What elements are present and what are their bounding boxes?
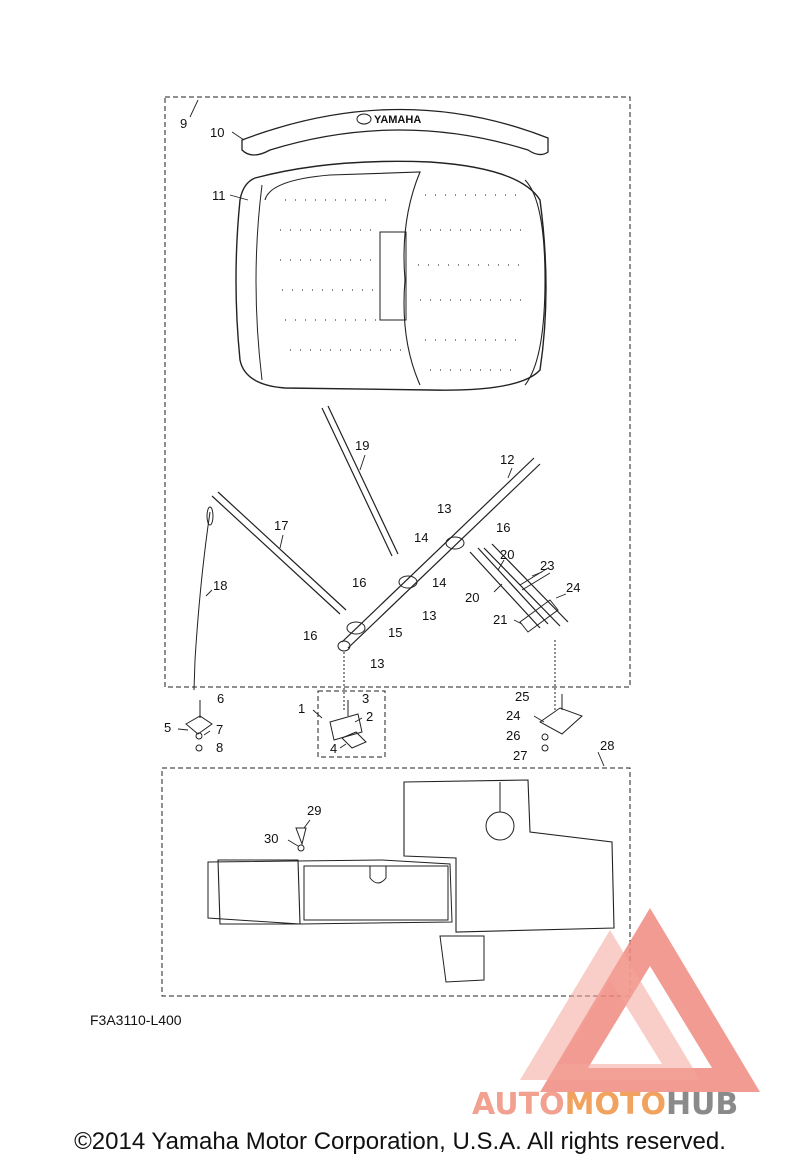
- mat-notch: [369, 866, 387, 884]
- washer-26: [541, 733, 549, 741]
- mat-hole: [485, 811, 515, 841]
- joint-14a: [445, 536, 465, 550]
- label-7: 7: [216, 722, 223, 737]
- label-15: 15: [388, 625, 402, 640]
- group-box-bracket: [317, 690, 386, 758]
- seat-rear-pad: [379, 231, 407, 321]
- label-3: 3: [362, 691, 369, 706]
- watermark-auto: AUTO: [472, 1087, 565, 1122]
- label-25: 25: [515, 689, 529, 704]
- joint-13: [337, 640, 351, 652]
- label-16a: 16: [496, 520, 510, 535]
- mat-center: [207, 859, 453, 925]
- watermark-moto: MOTO: [565, 1087, 666, 1122]
- leader-lines: [177, 99, 605, 847]
- watermark-inner-triangle-icon: [520, 930, 700, 1080]
- washer-30: [297, 844, 305, 852]
- label-19: 19: [355, 438, 369, 453]
- label-2: 2: [366, 709, 373, 724]
- label-11: 11: [212, 188, 226, 203]
- label-20a: 20: [500, 547, 514, 562]
- cable-loop: [206, 506, 214, 526]
- label-12: 12: [500, 452, 514, 467]
- rod-12: [341, 457, 541, 649]
- label-24: 24: [506, 708, 520, 723]
- label-23: 24: [566, 580, 580, 595]
- group-box-seat: [164, 96, 631, 688]
- yamaha-logo-icon: [356, 113, 372, 125]
- mat-front: [217, 859, 301, 925]
- label-5: 5: [164, 720, 171, 735]
- drawing-code: F3A3110-L400: [90, 1012, 182, 1028]
- group-box-mat: [161, 767, 631, 997]
- label-27: 27: [513, 748, 527, 763]
- label-4: 4: [330, 741, 337, 756]
- label-8: 8: [216, 740, 223, 755]
- mat-step: [439, 935, 485, 983]
- seat-cover: [235, 160, 547, 391]
- fastener-29: [295, 827, 307, 846]
- label-16b: 16: [352, 575, 366, 590]
- label-21: 21: [493, 612, 507, 627]
- label-13b: 13: [422, 608, 436, 623]
- label-14b: 14: [432, 575, 446, 590]
- seat-inner-line: [264, 171, 421, 386]
- watermark-hub: HUB: [666, 1087, 738, 1122]
- rod-20: [469, 543, 569, 629]
- mat-main: [303, 865, 449, 921]
- clamp-21: [519, 599, 559, 633]
- automotohub-watermark: AUTOMOTOHUB: [472, 908, 760, 1122]
- svg-text:AUTOMOTOHUB: AUTOMOTOHUB: [472, 1087, 738, 1122]
- seat-side-panel: [524, 179, 546, 386]
- label-20b: 20: [465, 590, 479, 605]
- rod-19: [321, 405, 399, 557]
- label-1: 1: [298, 701, 305, 716]
- part-22: [519, 567, 551, 591]
- label-6: 6: [217, 691, 224, 706]
- label-26: 26: [506, 728, 520, 743]
- nut-8: [195, 744, 203, 752]
- label-22: 23: [540, 558, 554, 573]
- label-16c: 16: [303, 628, 317, 643]
- rod-17: [211, 491, 347, 615]
- label-17: 17: [274, 518, 288, 533]
- label-29: 29: [307, 803, 321, 818]
- nut-27: [541, 744, 549, 752]
- watermark-triangle-icon: [540, 908, 760, 1092]
- label-13c: 13: [370, 656, 384, 671]
- label-18: 18: [213, 578, 227, 593]
- handle-strap: [241, 108, 549, 156]
- label-14a: 14: [414, 530, 428, 545]
- part-labels: 9 10 11 12 19 17 18 13 14 16 20 23 16 14…: [164, 114, 614, 846]
- label-9: 9: [180, 116, 187, 131]
- bracket-5: [185, 715, 213, 735]
- handle-brand-text: YAMAHA: [374, 114, 421, 126]
- bracket-2: [329, 713, 363, 741]
- label-10: 10: [210, 125, 224, 140]
- bracket-24: [539, 707, 583, 735]
- mat-rear: [403, 779, 615, 933]
- label-13a: 13: [437, 501, 451, 516]
- cable-18: [193, 511, 211, 691]
- joint-14b: [398, 575, 418, 589]
- seat-texture: [280, 194, 528, 371]
- joint-15: [346, 621, 366, 635]
- washer-7: [195, 732, 203, 740]
- knob-4: [341, 731, 367, 749]
- label-28: 28: [600, 738, 614, 753]
- copyright-notice: ©2014 Yamaha Motor Corporation, U.S.A. A…: [74, 1128, 726, 1155]
- seat-front-band: [255, 184, 263, 381]
- label-30: 30: [264, 831, 278, 846]
